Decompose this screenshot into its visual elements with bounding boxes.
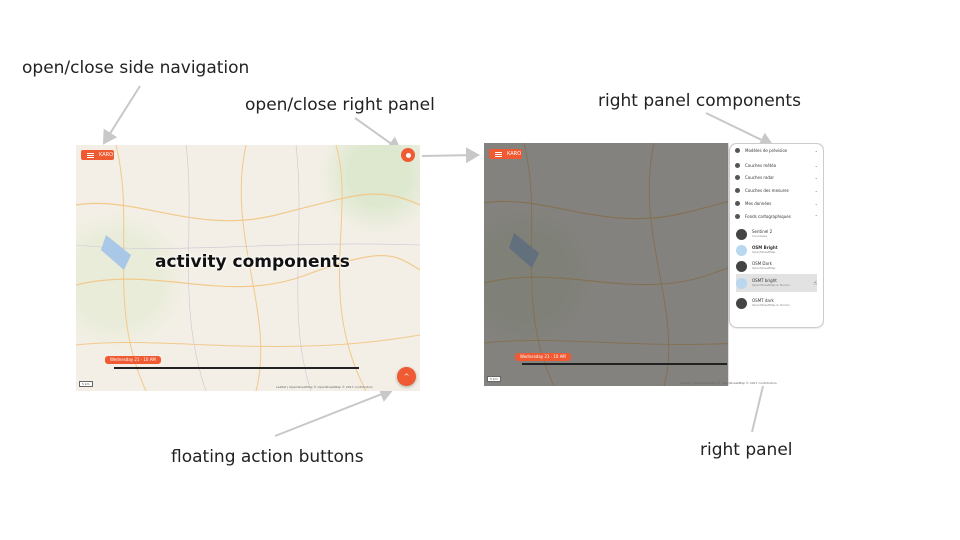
- globe-icon: [735, 148, 740, 153]
- layer-selector-card: Modèles de prévision ⌄ Couches météo ⌄ C…: [729, 143, 824, 328]
- menu-icon: [87, 152, 94, 158]
- radar-icon: [735, 175, 740, 180]
- chevron-down-icon: ⌄: [814, 201, 818, 206]
- layer-row-label: Couches radar: [745, 175, 775, 180]
- dim-overlay[interactable]: [484, 143, 728, 386]
- arrow-right-panel-components: [705, 112, 774, 147]
- timeline-bar[interactable]: [114, 367, 359, 369]
- side-navigation-button[interactable]: KARO: [81, 150, 114, 160]
- map-scale-right: 5 km: [487, 376, 501, 382]
- chevron-up-icon: ⌃: [814, 214, 818, 219]
- layer-row-label: Couches des mesures: [745, 188, 789, 193]
- layer-row-label: Modèles de prévision: [745, 148, 788, 153]
- basemap-source: OpenStreetMap: [752, 266, 776, 270]
- basemap-source: OpenStreetMap & Terrain: [752, 303, 790, 307]
- arrow-between-screens: [421, 147, 480, 164]
- cloud-icon: [735, 163, 740, 168]
- menu-icon: [495, 151, 502, 157]
- date-time-chip-right[interactable]: Wednesday 21 · 10 AM: [515, 353, 571, 361]
- label-right-panel-toggle: open/close right panel: [245, 95, 435, 115]
- menu-label: KARO: [507, 151, 522, 157]
- label-right-panel-components: right panel components: [598, 91, 801, 111]
- right-panel-toggle-button[interactable]: [401, 148, 415, 162]
- label-right-panel: right panel: [700, 440, 793, 460]
- layer-row-basemaps[interactable]: Fonds cartographiques ⌃: [735, 211, 818, 222]
- basemap-name: OSMT bright: [752, 278, 777, 283]
- basemap-name: OSM Bright: [752, 245, 778, 250]
- layer-row-label: Fonds cartographiques: [745, 214, 791, 219]
- basemap-thumbnail: [736, 297, 747, 309]
- arrow-fab: [274, 386, 394, 437]
- map-attribution-right: Leaflet | OpenStreetMap © OpenStreetMap …: [680, 381, 777, 385]
- side-navigation-button-right[interactable]: KARO: [489, 149, 522, 159]
- label-floating-action-buttons: floating action buttons: [171, 447, 364, 467]
- map-roads: [76, 145, 420, 391]
- basemap-name: OSMT dark: [752, 298, 774, 303]
- layer-row-radar[interactable]: Couches radar ⌄: [735, 172, 818, 183]
- basemap-thumbnail: [736, 260, 747, 272]
- layer-row-my-data[interactable]: Mes données ⌄: [735, 198, 818, 209]
- chevron-down-icon: ⌄: [814, 148, 818, 153]
- basemap-thumbnail: [736, 228, 747, 240]
- chevron-down-icon: ⌄: [814, 188, 818, 193]
- layer-row-measurements[interactable]: Couches des mesures ⌄: [735, 185, 818, 196]
- layer-row-forecast-models[interactable]: Modèles de prévision ⌄: [735, 145, 818, 156]
- chevron-down-icon: ⌄: [814, 175, 818, 180]
- basemap-name: OSM Dark: [752, 261, 772, 266]
- basemap-source: OpenStreetMap & Terrain: [752, 283, 790, 287]
- layers-icon: [405, 152, 411, 158]
- basemap-source: CloudLess: [752, 234, 768, 238]
- layer-row-weather[interactable]: Couches météo ⌄: [735, 160, 818, 171]
- menu-label: KARO: [99, 152, 114, 158]
- map-screen-right[interactable]: KARO Wednesday 21 · 10 AM 5 km Modèles d…: [484, 143, 824, 386]
- date-time-chip[interactable]: Wednesday 21 · 10 AM: [105, 356, 161, 364]
- location-icon: [735, 201, 740, 206]
- map-scale: 5 km: [79, 381, 93, 387]
- arrow-side-nav: [102, 85, 141, 145]
- map-icon: [735, 214, 740, 219]
- map-screen-left[interactable]: KARO activity components Wednesday 21 · …: [76, 145, 420, 391]
- chevron-down-icon: ⌄: [814, 163, 818, 168]
- timeline-bar-right[interactable]: [522, 363, 727, 365]
- chevron-up-icon: ^: [403, 372, 410, 381]
- layer-row-label: Mes données: [745, 201, 772, 206]
- basemap-name: Sentinel 2: [752, 229, 773, 234]
- right-panel: Modèles de prévision ⌄ Couches météo ⌄ C…: [728, 143, 824, 386]
- activity-components-label: activity components: [155, 252, 350, 272]
- basemap-thumbnail: [736, 277, 747, 289]
- pin-icon: [735, 188, 740, 193]
- basemap-source: OpenStreetMap: [752, 250, 776, 254]
- basemap-thumbnail: [736, 244, 747, 256]
- pointer-cursor-icon: ☝: [813, 279, 817, 287]
- layer-row-label: Couches météo: [745, 163, 777, 168]
- floating-action-button[interactable]: ^: [397, 367, 416, 386]
- label-side-navigation: open/close side navigation: [22, 58, 250, 78]
- map-attribution: Leaflet | OpenStreetMap © OpenStreetMap …: [276, 385, 373, 389]
